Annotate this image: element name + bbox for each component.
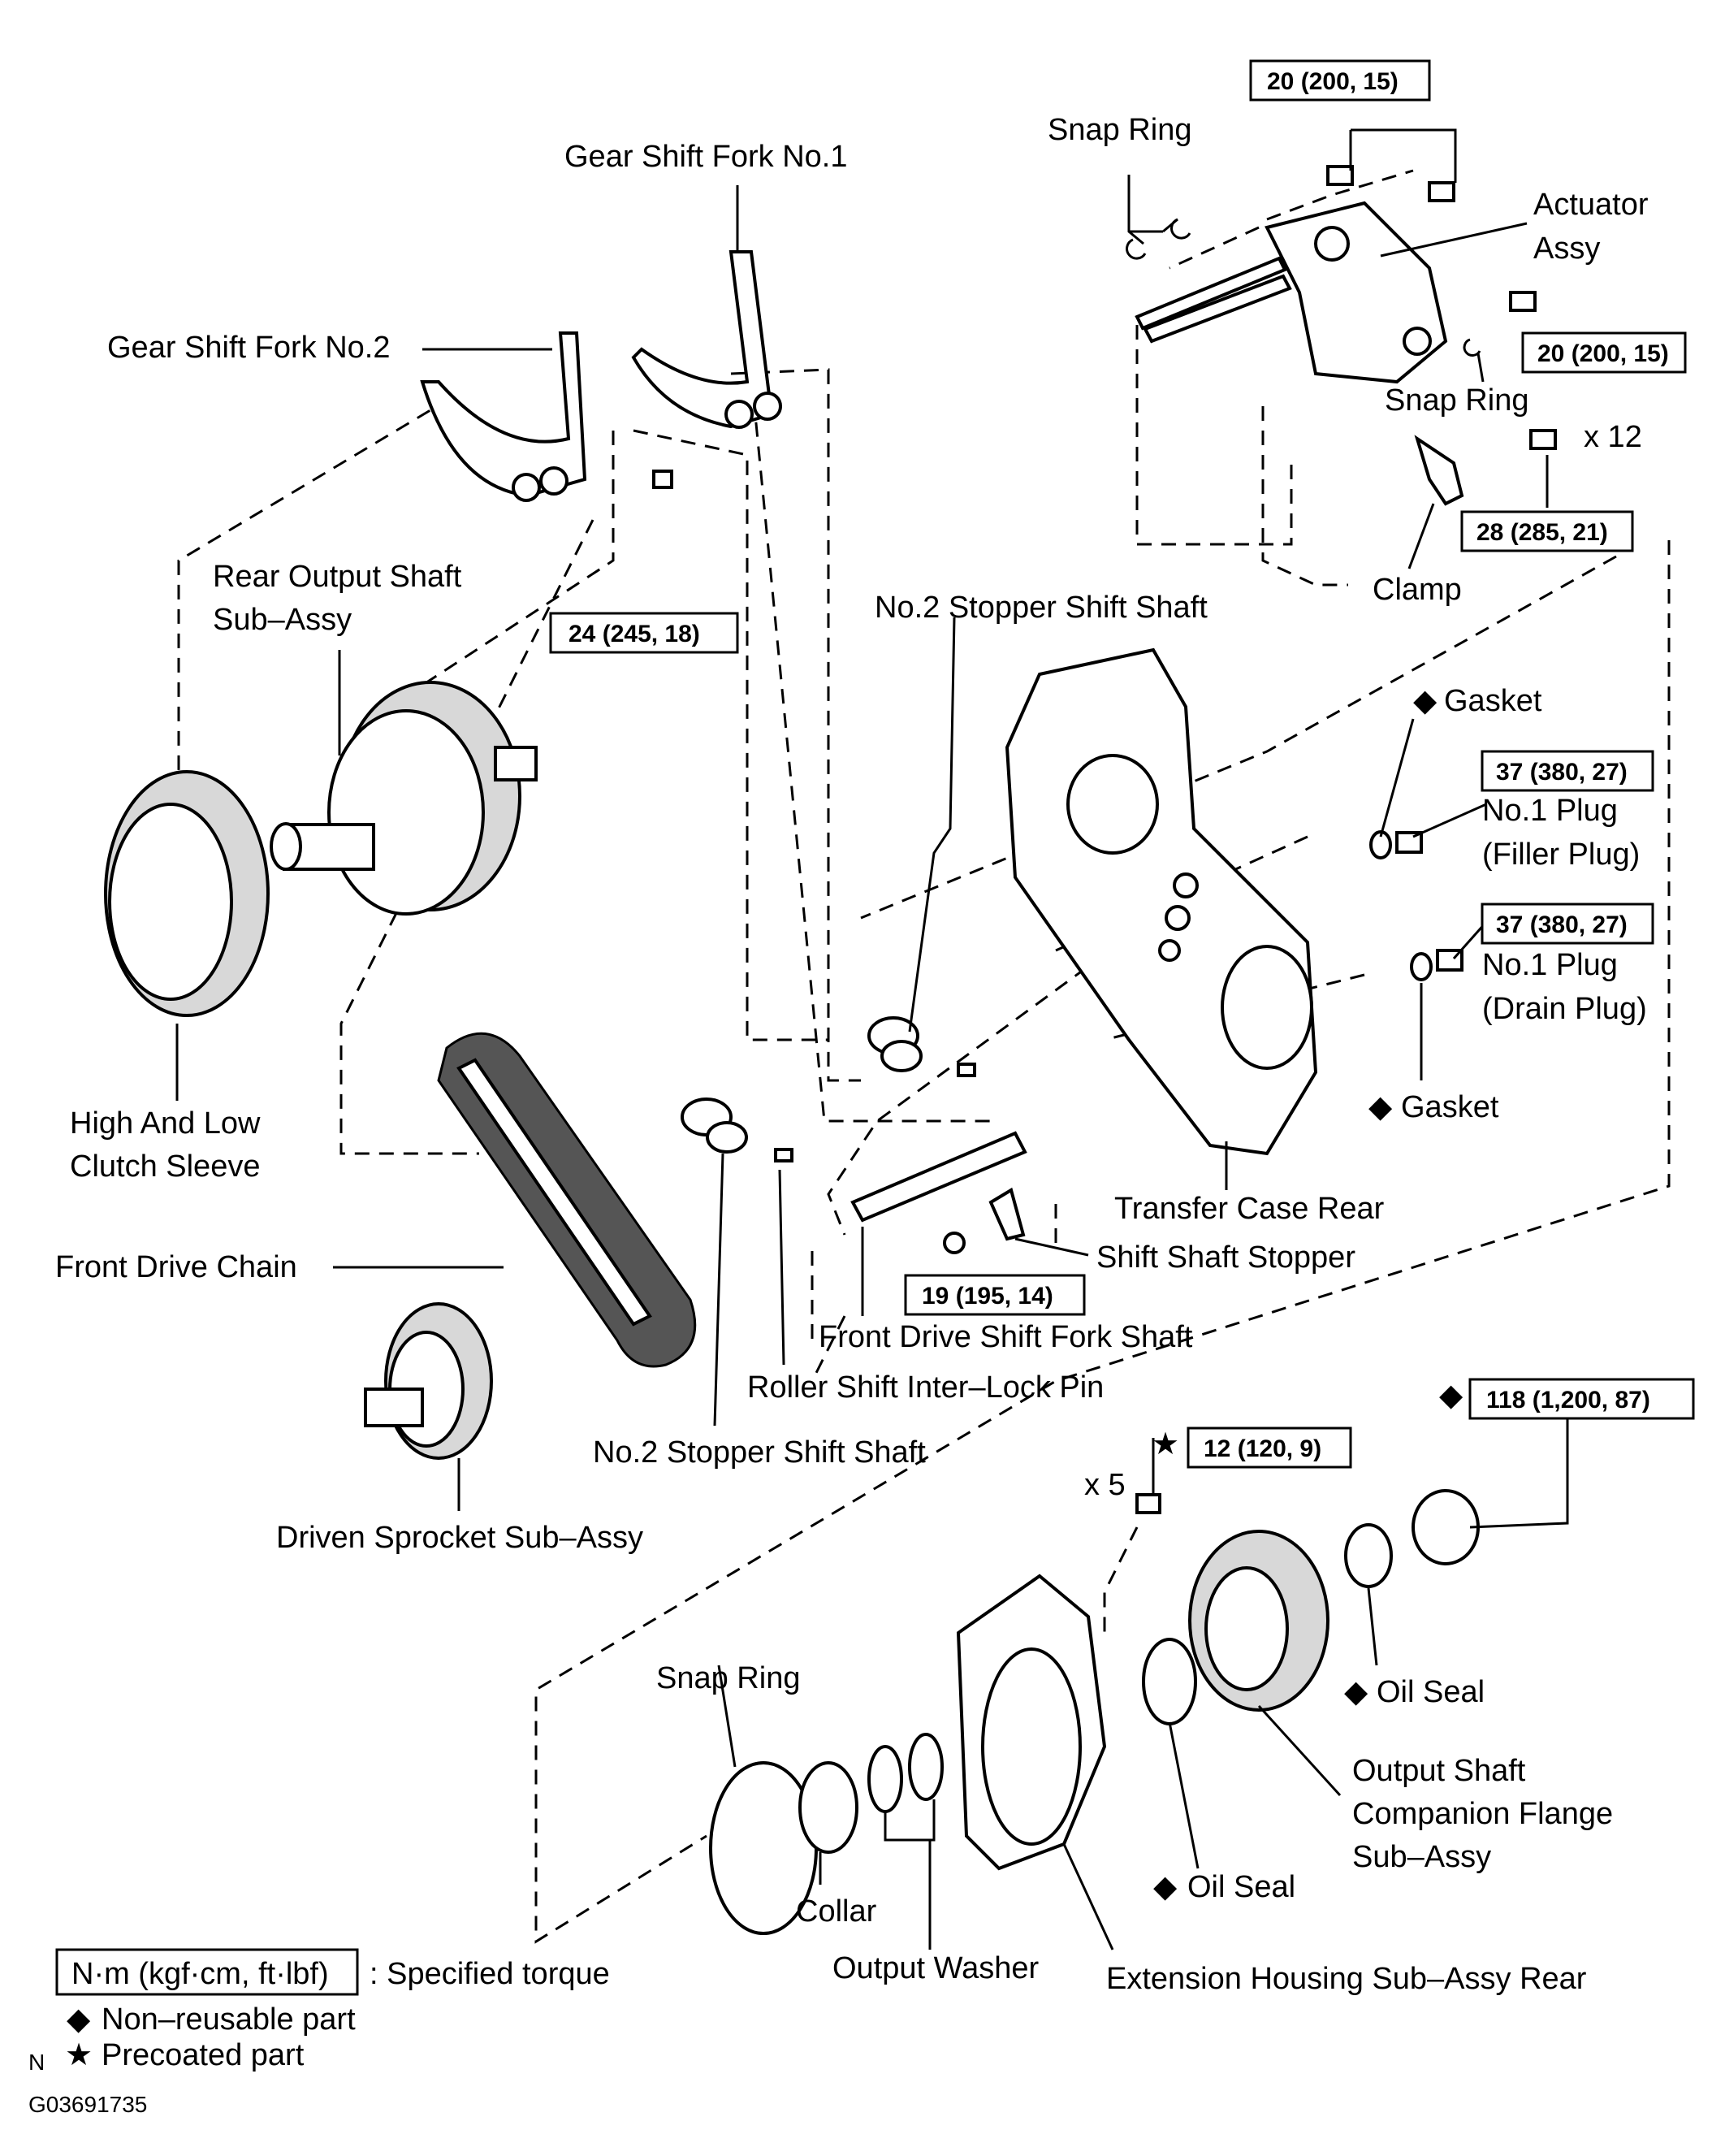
diamond-symbol-flange-nut: ◆ xyxy=(1439,1379,1463,1413)
torque-box-drain-plug: 37 (380, 27) xyxy=(1481,903,1654,945)
label-driven-sprocket: Driven Sprocket Sub–Assy xyxy=(276,1521,643,1555)
label-clamp: Clamp xyxy=(1373,573,1462,607)
label-oil-seal-right: Oil Seal xyxy=(1377,1675,1485,1709)
bolts-and-small-parts xyxy=(652,165,1557,1514)
torque-box-flange-nut: 118 (1,200, 87) xyxy=(1468,1378,1695,1420)
torque-boxes: 20 (200, 15) 20 (200, 15) 28 (285, 21) 2… xyxy=(549,59,1695,1469)
torque-box-housing-bolts: 12 (120, 9) xyxy=(1187,1427,1352,1469)
label-no2-stopper-top: No.2 Stopper Shift Shaft xyxy=(875,591,1208,625)
front-drive-chain-part xyxy=(437,1032,697,1368)
rear-housing-parts xyxy=(709,1489,1480,1935)
label-rear-output-shaft-line1: Rear Output Shaft xyxy=(213,560,462,594)
driven-sprocket-part xyxy=(364,1302,493,1460)
stopper-shift-shaft-parts xyxy=(681,1016,976,1162)
rear-output-shaft-part xyxy=(270,681,538,916)
gear-shift-fork-no2-part xyxy=(420,331,587,502)
label-actuator-line1: Actuator xyxy=(1533,188,1649,222)
legend: N·m (kgf·cm, ft·lbf) : Specified torque … xyxy=(28,1948,610,2117)
clutch-sleeve-part xyxy=(104,770,270,1017)
leader-lines xyxy=(175,128,1569,1950)
label-snap-ring-mid: Snap Ring xyxy=(1385,383,1528,418)
actuator-assy-part xyxy=(1135,201,1448,384)
label-snap-ring-top: Snap Ring xyxy=(1048,113,1191,147)
label-collar: Collar xyxy=(796,1894,877,1929)
diamond-symbol-oil-seal-right: ◆ xyxy=(1344,1675,1368,1709)
label-output-washer: Output Washer xyxy=(832,1951,1039,1985)
transfer-case-rear-part xyxy=(1005,647,1318,1156)
torque-box-stopper-bolt: 19 (195, 14) xyxy=(904,1274,1086,1316)
torque-drain-plug: 37 (380, 27) xyxy=(1496,911,1628,938)
legend-non-reusable: Non–reusable part xyxy=(102,2002,356,2037)
diamond-symbol-gasket-bottom: ◆ xyxy=(1368,1090,1393,1124)
label-x5: x 5 xyxy=(1084,1468,1126,1502)
diamond-symbol-oil-seal-left: ◆ xyxy=(1153,1870,1178,1904)
label-output-flange-line1: Output Shaft xyxy=(1352,1754,1526,1788)
label-drain-plug-line1: No.1 Plug xyxy=(1482,948,1618,982)
torque-flange-nut: 118 (1,200, 87) xyxy=(1486,1387,1650,1414)
torque-case-bolts: 28 (285, 21) xyxy=(1476,519,1608,546)
label-transfer-case-rear: Transfer Case Rear xyxy=(1114,1192,1385,1226)
torque-box-filler-plug: 37 (380, 27) xyxy=(1481,750,1654,792)
label-rear-output-shaft-line2: Sub–Assy xyxy=(213,603,352,637)
torque-box-case-bolts: 28 (285, 21) xyxy=(1460,510,1634,552)
torque-stopper-bolt: 19 (195, 14) xyxy=(922,1283,1053,1310)
label-actuator-line2: Assy xyxy=(1533,232,1600,266)
label-snap-ring-bottom: Snap Ring xyxy=(656,1661,800,1695)
torque-box-actuator-right: 20 (200, 15) xyxy=(1521,331,1687,374)
label-gasket-top: Gasket xyxy=(1444,684,1542,718)
star-symbol-housing-bolts: ★ xyxy=(1152,1427,1179,1461)
label-shift-shaft-stopper: Shift Shaft Stopper xyxy=(1096,1240,1355,1275)
label-output-flange-line3: Sub–Assy xyxy=(1352,1840,1491,1874)
label-drain-plug-line2: (Drain Plug) xyxy=(1482,992,1647,1026)
legend-star-symbol: ★ xyxy=(65,2038,93,2072)
part-labels: Gear Shift Fork No.1 Gear Shift Fork No.… xyxy=(55,113,1649,1996)
label-filler-plug-line2: (Filler Plug) xyxy=(1482,838,1640,872)
label-front-drive-chain: Front Drive Chain xyxy=(55,1250,297,1284)
diamond-symbol-gasket-top: ◆ xyxy=(1413,684,1438,718)
label-high-low-line1: High And Low xyxy=(70,1106,261,1141)
torque-housing-bolts: 12 (120, 9) xyxy=(1204,1435,1321,1462)
label-high-low-line2: Clutch Sleeve xyxy=(70,1149,260,1184)
legend-diamond-symbol: ◆ xyxy=(67,2002,91,2037)
label-gasket-bottom: Gasket xyxy=(1401,1090,1499,1124)
figure-code: G03691735 xyxy=(28,2092,147,2117)
torque-actuator-right: 20 (200, 15) xyxy=(1537,340,1669,367)
label-gear-shift-fork-no1: Gear Shift Fork No.1 xyxy=(564,140,847,174)
gear-shift-fork-no1-part xyxy=(631,250,782,429)
label-front-drive-fork-shaft: Front Drive Shift Fork Shaft xyxy=(819,1320,1193,1354)
label-x12: x 12 xyxy=(1584,420,1642,454)
torque-box-actuator-top: 20 (200, 15) xyxy=(1249,59,1431,102)
torque-filler-plug: 37 (380, 27) xyxy=(1496,759,1628,786)
label-filler-plug-line1: No.1 Plug xyxy=(1482,794,1618,828)
legend-unit-box: N·m (kgf·cm, ft·lbf) xyxy=(71,1957,329,1991)
torque-fork-bolt: 24 (245, 18) xyxy=(569,621,700,647)
legend-n-mark: N xyxy=(28,2050,45,2075)
label-roller-interlock-pin: Roller Shift Inter–Lock Pin xyxy=(747,1370,1104,1405)
label-oil-seal-left: Oil Seal xyxy=(1187,1870,1295,1904)
torque-actuator-top: 20 (200, 15) xyxy=(1267,68,1399,95)
legend-precoated: Precoated part xyxy=(102,2038,305,2072)
legend-specified-torque: : Specified torque xyxy=(370,1957,610,1991)
torque-box-fork-bolt: 24 (245, 18) xyxy=(549,612,739,654)
label-gear-shift-fork-no2: Gear Shift Fork No.2 xyxy=(107,331,390,365)
assembly-dashed-lines xyxy=(177,169,1671,1944)
front-drive-shift-fork-shaft-part xyxy=(850,1131,1027,1254)
label-no2-stopper-bottom: No.2 Stopper Shift Shaft xyxy=(593,1435,926,1470)
label-output-flange-line2: Companion Flange xyxy=(1352,1797,1613,1831)
label-extension-housing: Extension Housing Sub–Assy Rear xyxy=(1106,1962,1587,1996)
